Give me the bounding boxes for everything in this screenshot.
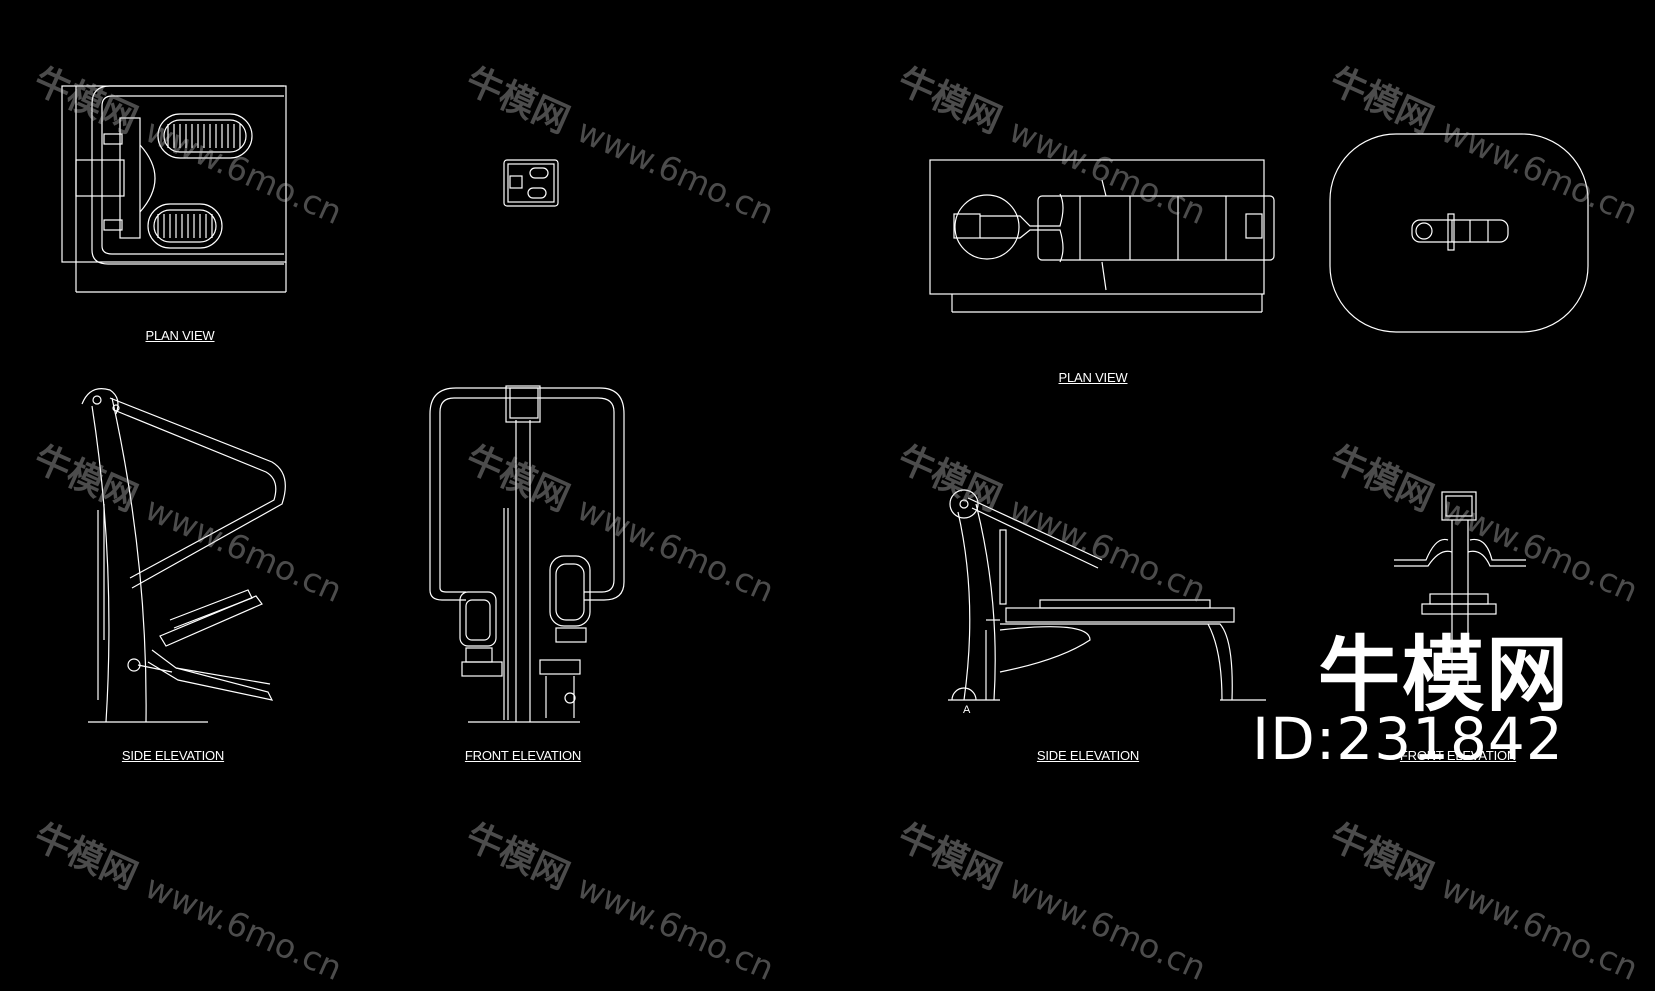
side-elevation-label-2: SIDE ELEVATION bbox=[1036, 748, 1140, 763]
marker-a: A bbox=[963, 704, 971, 716]
front-elevation-label-1: FRONT ELEVATION bbox=[464, 748, 582, 763]
front-elevation-1-drawing bbox=[429, 385, 625, 723]
front-elevation-label-2: FRONT ELEVATION bbox=[1399, 748, 1517, 763]
brand-logo: 牛模网 bbox=[1318, 628, 1571, 723]
cad-drawing bbox=[61, 85, 1589, 723]
side-elevation-label-1: SIDE ELEVATION bbox=[121, 748, 225, 763]
watermark-url: www.6mo.cn bbox=[571, 866, 780, 989]
plan-view-2-drawing bbox=[929, 159, 1275, 313]
side-elevation-1-drawing bbox=[81, 388, 286, 723]
oval-pad-drawing bbox=[1329, 133, 1589, 333]
watermark-url: www.6mo.cn bbox=[139, 866, 348, 989]
side-elevation-2-drawing bbox=[948, 489, 1266, 701]
plan-view-label-2: PLAN VIEW bbox=[1058, 370, 1128, 385]
watermark-url: www.6mo.cn bbox=[1435, 866, 1644, 989]
plan-view-1-drawing bbox=[61, 85, 287, 293]
front-elevation-2-drawing bbox=[1394, 491, 1526, 690]
plan-view-label-1: PLAN VIEW bbox=[145, 328, 215, 343]
watermark-url: www.6mo.cn bbox=[1003, 866, 1212, 989]
small-plan-icon bbox=[503, 159, 559, 207]
model-id: ID:231842 bbox=[1252, 705, 1564, 773]
